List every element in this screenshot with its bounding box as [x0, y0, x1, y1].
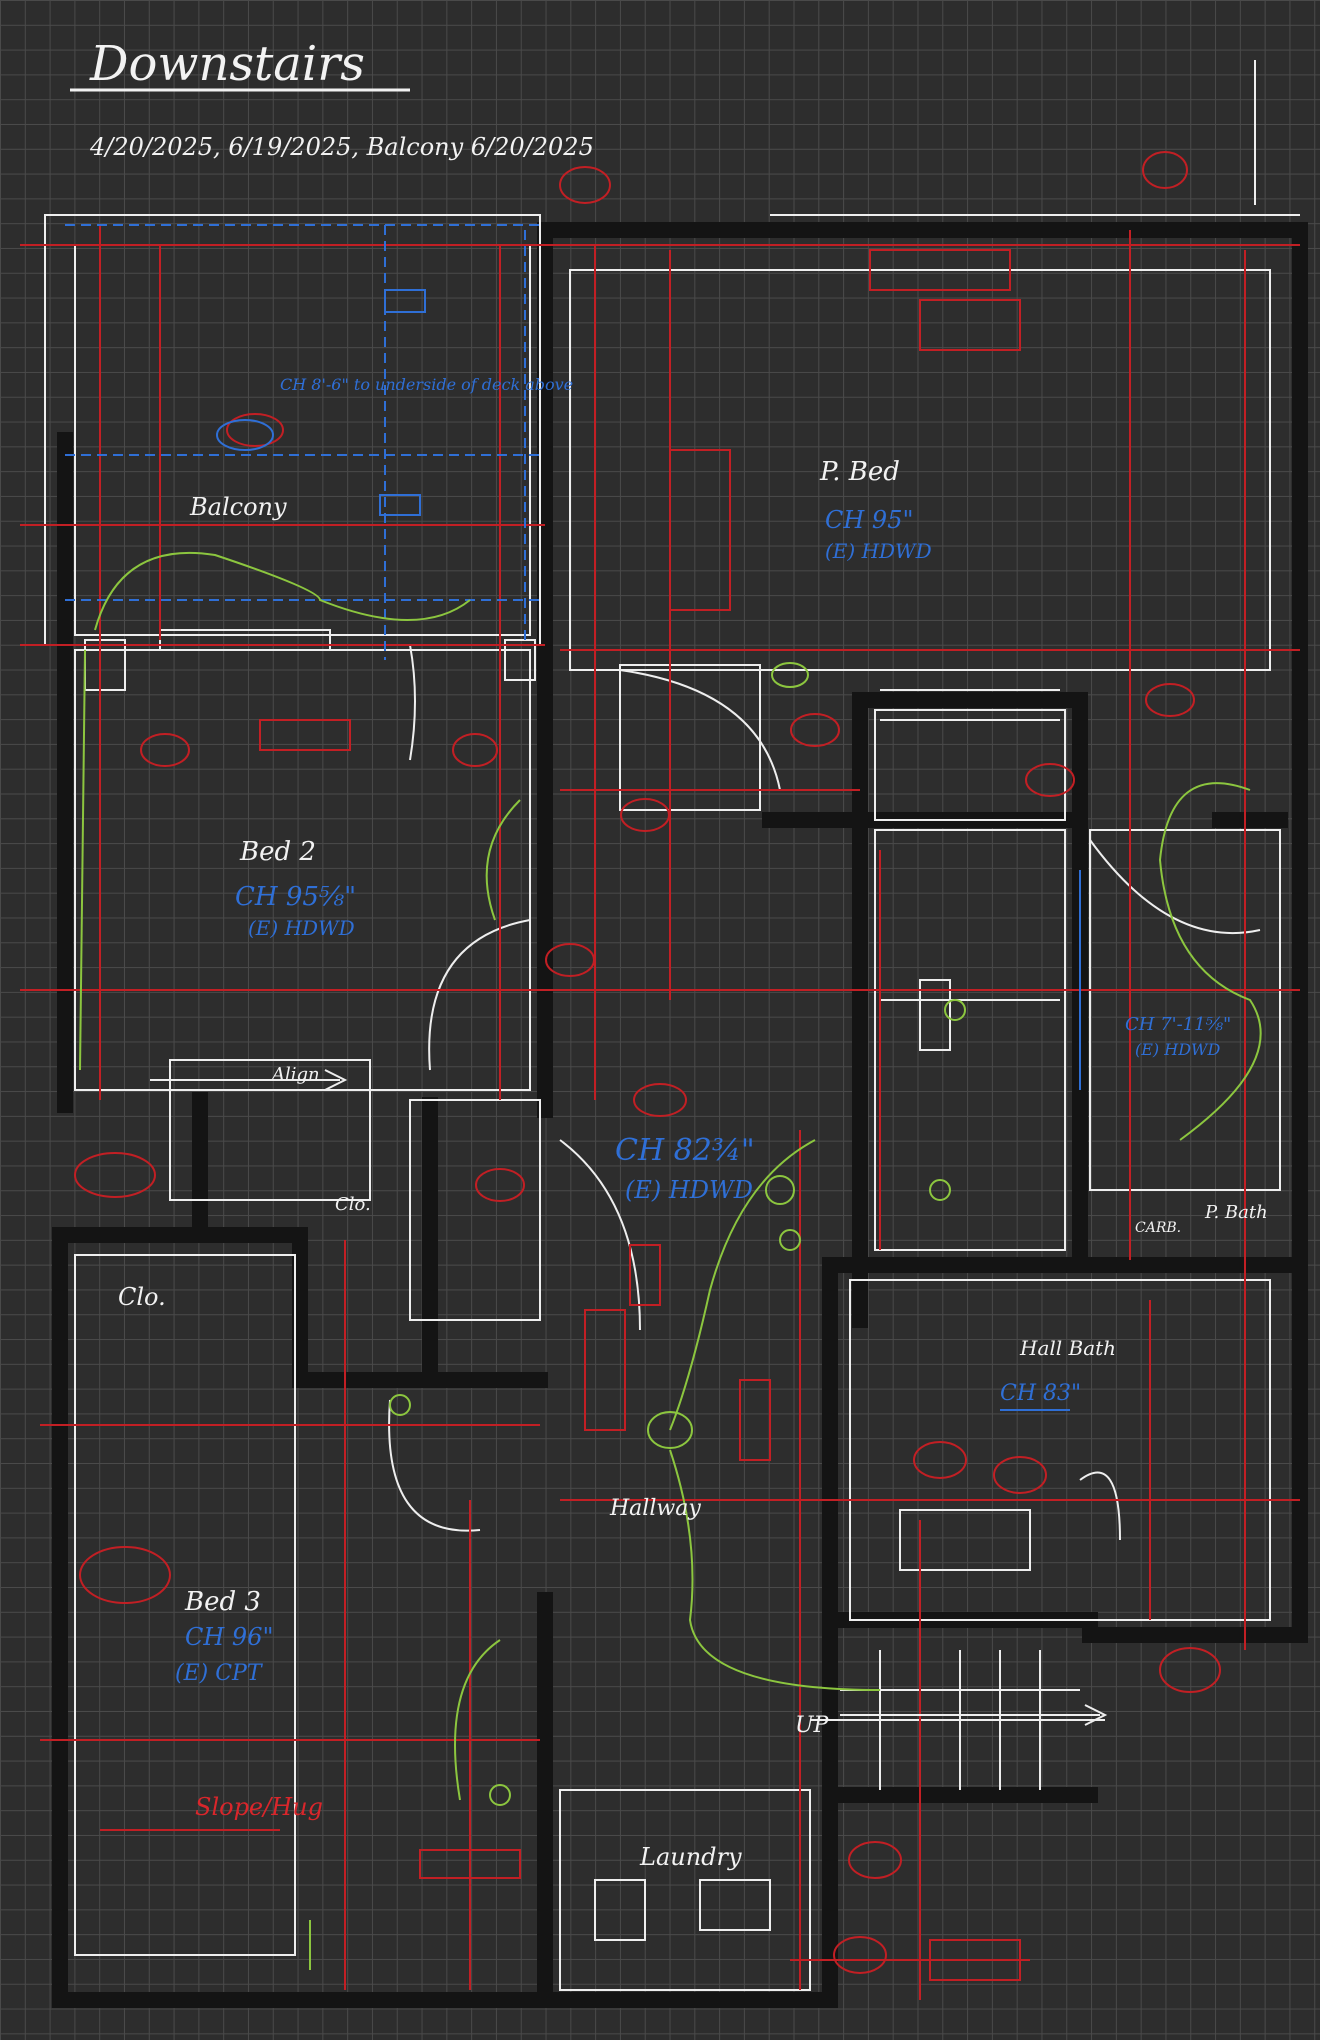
room-hallbath-label: Hall Bath	[1019, 1336, 1116, 1360]
room-closet-label: Clo.	[118, 1283, 166, 1311]
room-pbed-label: P. Bed	[819, 457, 900, 487]
room-hall-floor: (E) HDWD	[625, 1176, 753, 1204]
room-hallway-label: Hallway	[609, 1496, 701, 1521]
room-bed2-floor: (E) HDWD	[248, 916, 355, 940]
room-hallbath-ch: CH 83"	[1000, 1381, 1081, 1406]
ceiling-lines	[65, 224, 1081, 1411]
room-bed3-floor: (E) CPT	[175, 1661, 264, 1686]
room-laundry-label: Laundry	[639, 1843, 742, 1871]
room-labels: Balcony CH 8'-6" to underside of deck ab…	[118, 375, 1268, 1871]
electrical-lines	[79, 551, 1262, 1970]
slope-note: Slope/Hug	[195, 1793, 323, 1821]
room-pbath-floor: (E) HDWD	[1135, 1040, 1220, 1059]
room-pbed-ch: CH 95"	[825, 506, 914, 534]
page-title: Downstairs	[89, 36, 365, 92]
stair-up-label: UP	[795, 1713, 830, 1738]
room-hall-ch: CH 82¾"	[615, 1133, 755, 1168]
walls	[52, 222, 1308, 2008]
room-bed2-label: Bed 2	[239, 837, 316, 867]
pbath-carb-note: CARB.	[1135, 1220, 1181, 1236]
room-closet2-label: Clo.	[335, 1194, 371, 1215]
dimension-callouts	[74, 151, 1221, 1974]
align-note: Align	[270, 1064, 320, 1085]
balcony-ceiling-note: CH 8'-6" to underside of deck above	[280, 375, 573, 394]
room-bed3-ch: CH 96"	[185, 1623, 274, 1651]
room-pbed-floor: (E) HDWD	[825, 539, 932, 563]
arrows	[150, 689, 1108, 1726]
revision-dates: 4/20/2025, 6/19/2025, Balcony 6/20/2025	[89, 133, 594, 161]
room-pbath-ch: CH 7'-11⅝"	[1125, 1014, 1231, 1035]
sketch-lines	[44, 60, 1300, 1991]
room-balcony-label: Balcony	[189, 493, 287, 521]
room-pbath-label: P. Bath	[1204, 1202, 1268, 1223]
dimension-lines	[20, 225, 1300, 2000]
room-bed2-ch: CH 95⅝"	[235, 882, 356, 912]
room-bed3-label: Bed 3	[184, 1587, 261, 1617]
